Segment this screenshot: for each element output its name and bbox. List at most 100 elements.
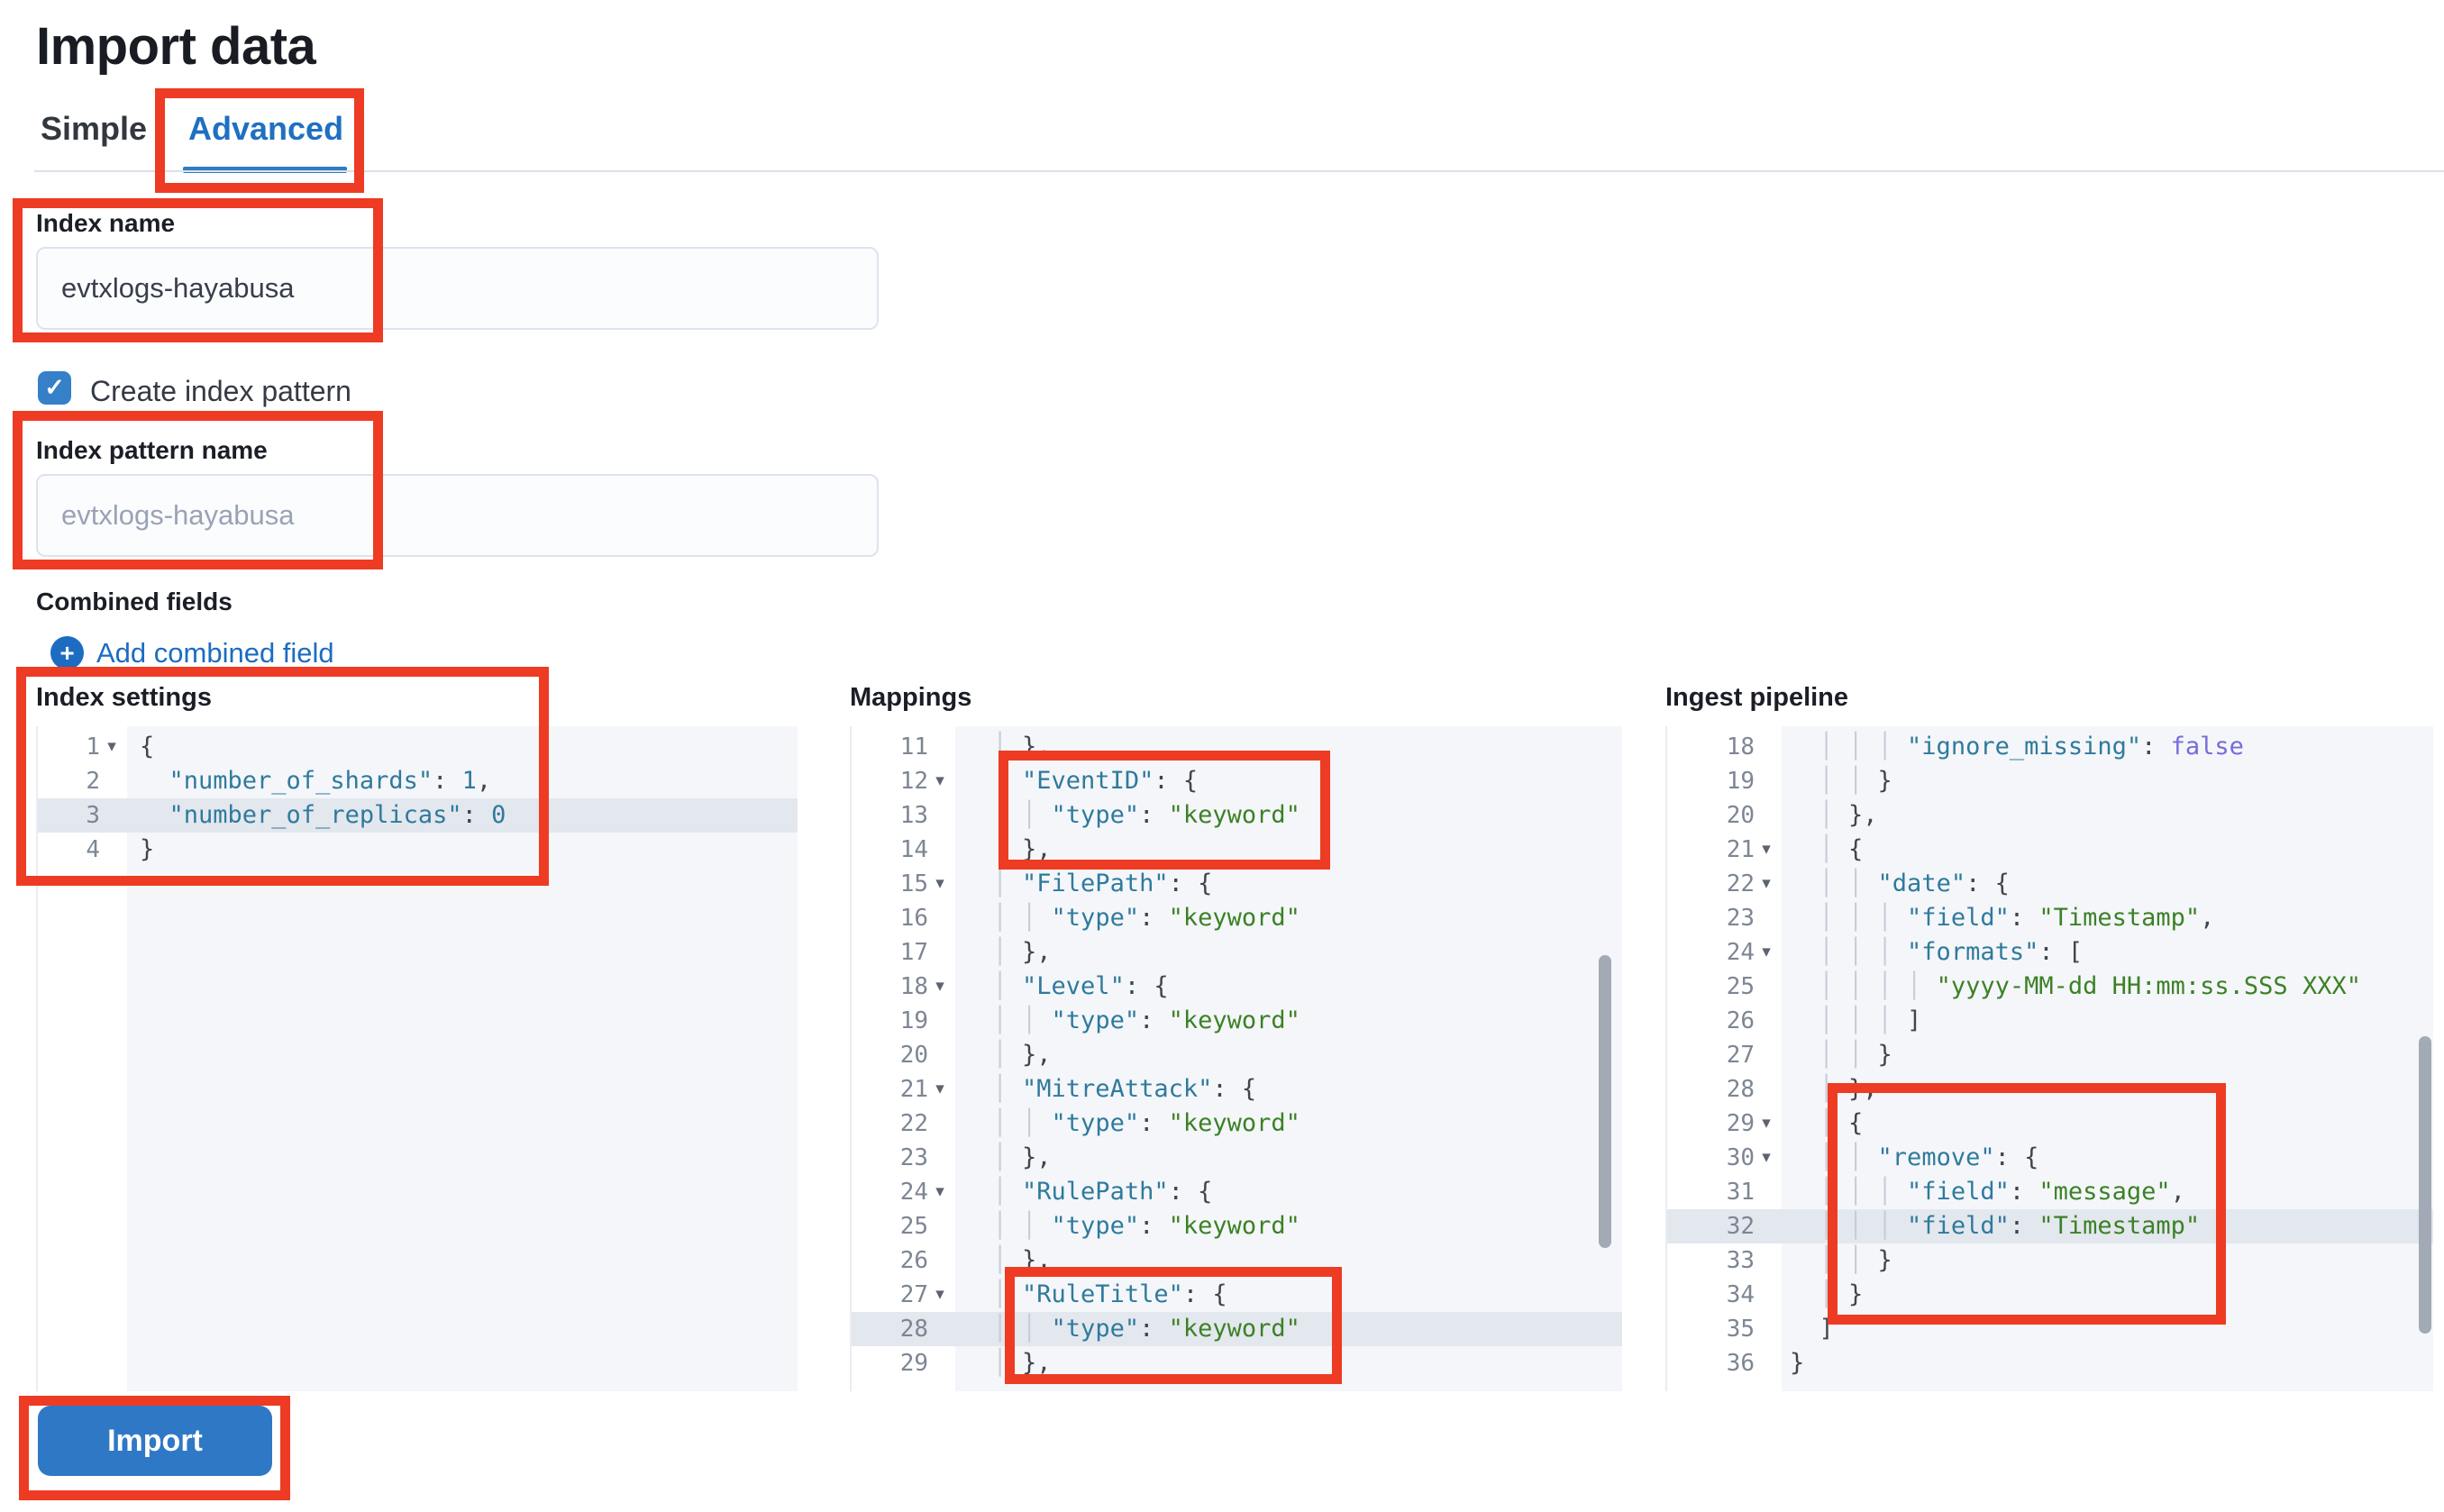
line-number: 16 <box>899 905 928 932</box>
code-area[interactable]: │ │ │ "ignore_missing": false │ │ } │ },… <box>1782 726 2433 1391</box>
fold-arrow-icon[interactable]: ▾ <box>935 771 944 790</box>
gutter-line-30: 30▾ <box>1667 1141 1782 1175</box>
code-line-14[interactable]: │ }, <box>963 835 1052 863</box>
fold-arrow-icon[interactable]: ▾ <box>935 1079 944 1098</box>
index-pattern-name-input[interactable] <box>36 474 879 557</box>
code-line-20[interactable]: │ }, <box>963 1041 1052 1069</box>
code-line-18[interactable]: │ "Level": { <box>963 972 1169 1000</box>
code-line-21[interactable]: │ { <box>1790 835 1864 863</box>
index-name-input[interactable] <box>36 247 879 330</box>
code-line-1[interactable]: { <box>140 733 155 761</box>
fold-arrow-icon[interactable]: ▾ <box>935 977 944 996</box>
fold-arrow-icon[interactable]: ▾ <box>1762 1148 1771 1167</box>
code-line-27[interactable]: │ │ } <box>1790 1041 1892 1069</box>
code-line-19[interactable]: │ │ } <box>1790 767 1892 795</box>
line-number: 4 <box>86 836 100 863</box>
line-number: 17 <box>899 939 928 966</box>
gutter-line-12: 12▾ <box>852 764 955 798</box>
code-line-13[interactable]: │ │ "type": "keyword" <box>963 801 1300 829</box>
code-line-16[interactable]: │ │ "type": "keyword" <box>963 904 1300 932</box>
code-line-2[interactable]: "number_of_shards": 1, <box>169 767 492 795</box>
gutter-line-25: 25 <box>852 1209 955 1243</box>
fold-arrow-icon[interactable]: ▾ <box>107 737 116 756</box>
ingest-pipeline-label: Ingest pipeline <box>1665 683 1849 712</box>
code-line-4[interactable]: } <box>140 835 155 863</box>
gutter-line-18: 18▾ <box>852 970 955 1004</box>
code-line-30[interactable]: │ │ "remove": { <box>1790 1143 2039 1171</box>
code-line-15[interactable]: │ "FilePath": { <box>963 870 1213 897</box>
fold-arrow-icon[interactable]: ▾ <box>935 1182 944 1201</box>
line-number: 27 <box>899 1281 928 1308</box>
line-number: 34 <box>1726 1281 1755 1308</box>
gutter-line-24: 24▾ <box>1667 935 1782 970</box>
fold-arrow-icon[interactable]: ▾ <box>1762 943 1771 961</box>
code-line-35[interactable]: ] <box>1819 1315 1834 1343</box>
code-line-24[interactable]: │ │ │ "formats": [ <box>1790 938 2084 966</box>
code-line-12[interactable]: │ "EventID": { <box>963 767 1199 795</box>
gutter-line-23: 23 <box>852 1141 955 1175</box>
fold-arrow-icon[interactable]: ▾ <box>1762 840 1771 859</box>
code-line-11[interactable]: │ }, <box>963 733 1052 761</box>
tab-advanced[interactable]: Advanced <box>188 110 344 147</box>
gutter-line-4: 4 <box>38 833 127 867</box>
mappings-scrollbar[interactable] <box>1599 955 1611 1248</box>
code-line-28[interactable]: │ }, <box>1790 1075 1878 1103</box>
code-line-29[interactable]: │ { <box>1790 1109 1864 1137</box>
code-line-27[interactable]: │ "RuleTitle": { <box>963 1280 1227 1308</box>
code-line-26[interactable]: │ }, <box>963 1246 1052 1274</box>
code-line-25[interactable]: │ │ │ │ "yyyy-MM-dd HH:mm:ss.SSS XXX" <box>1790 972 2361 1000</box>
code-line-19[interactable]: │ │ "type": "keyword" <box>963 1006 1300 1034</box>
line-number: 19 <box>899 1007 928 1034</box>
code-line-33[interactable]: │ │ } <box>1790 1246 1892 1274</box>
code-line-23[interactable]: │ │ │ "field": "Timestamp", <box>1790 904 2215 932</box>
active-tab-underline <box>183 167 347 173</box>
fold-arrow-icon[interactable]: ▾ <box>935 1285 944 1304</box>
code-line-18[interactable]: │ │ │ "ignore_missing": false <box>1790 733 2244 761</box>
code-line-25[interactable]: │ │ "type": "keyword" <box>963 1212 1300 1240</box>
gutter-line-26: 26 <box>852 1243 955 1278</box>
code-line-20[interactable]: │ }, <box>1790 801 1878 829</box>
gutter-line-35: 35 <box>1667 1312 1782 1346</box>
line-number: 28 <box>899 1316 928 1343</box>
create-index-pattern-checkbox[interactable]: ✓ <box>38 371 71 405</box>
code-line-22[interactable]: │ │ "date": { <box>1790 870 2010 897</box>
create-index-pattern-label[interactable]: Create index pattern <box>90 375 351 407</box>
index-settings-label: Index settings <box>36 683 212 712</box>
code-line-3[interactable]: "number_of_replicas": 0 <box>127 798 798 833</box>
code-line-36[interactable]: } <box>1790 1349 1805 1377</box>
line-number: 24 <box>899 1179 928 1206</box>
gutter-line-21: 21▾ <box>1667 833 1782 867</box>
gutter-line-24: 24 ▾ <box>852 1175 955 1209</box>
index-name-label: Index name <box>36 209 176 237</box>
import-button[interactable]: Import <box>38 1406 272 1476</box>
gutter-line-19: 19 <box>1667 764 1782 798</box>
ingest-pipeline-scrollbar[interactable] <box>2419 1036 2431 1334</box>
plus-circle-icon: + <box>50 636 84 669</box>
code-area[interactable]: │ }, │ "EventID": { │ │ "type": "keyword… <box>955 726 1622 1391</box>
code-line-34[interactable]: │ } <box>1790 1280 1864 1308</box>
add-combined-field-link[interactable]: + Add combined field <box>50 636 334 669</box>
code-line-32[interactable]: │ │ │ "field": "Timestamp" <box>1782 1209 2433 1243</box>
line-number: 27 <box>1726 1042 1755 1069</box>
code-line-17[interactable]: │ }, <box>963 938 1052 966</box>
line-number: 1 <box>86 733 100 761</box>
code-line-29[interactable]: │ }, <box>963 1349 1052 1377</box>
code-line-28[interactable]: │ │ "type": "keyword" <box>955 1312 1622 1346</box>
code-line-23[interactable]: │ }, <box>963 1143 1052 1171</box>
fold-arrow-icon[interactable]: ▾ <box>1762 1114 1771 1133</box>
fold-arrow-icon[interactable]: ▾ <box>935 874 944 893</box>
tab-simple[interactable]: Simple <box>41 110 148 147</box>
code-line-24[interactable]: │ "RulePath": { <box>963 1178 1213 1206</box>
code-area[interactable]: { "number_of_shards": 1, "number_of_repl… <box>127 726 798 1391</box>
fold-arrow-icon[interactable]: ▾ <box>1762 874 1771 893</box>
code-line-22[interactable]: │ │ "type": "keyword" <box>963 1109 1300 1137</box>
code-line-21[interactable]: │ "MitreAttack": { <box>963 1075 1257 1103</box>
code-line-31[interactable]: │ │ │ "field": "message", <box>1790 1178 2185 1206</box>
line-number: 13 <box>899 802 928 829</box>
code-line-26[interactable]: │ │ │ ] <box>1790 1006 1922 1034</box>
